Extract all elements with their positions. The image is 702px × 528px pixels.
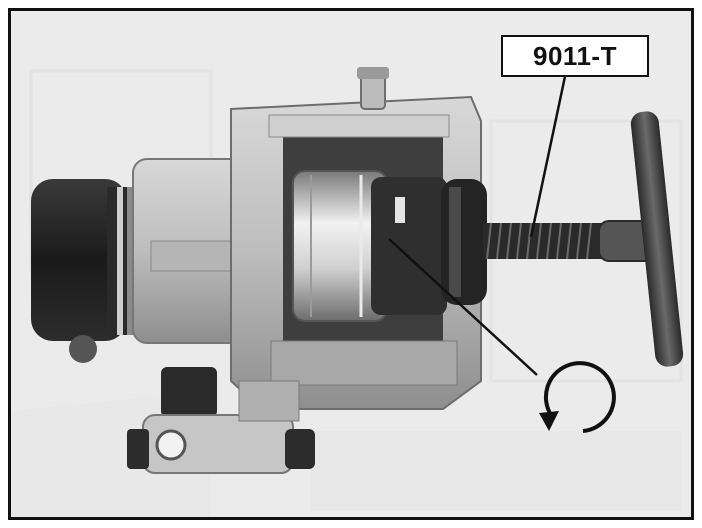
tool-adapter [441, 179, 487, 305]
cylinder-body [69, 158, 254, 363]
caliper-illustration [11, 11, 691, 517]
caliper-piston [292, 170, 447, 322]
dust-boot [31, 179, 133, 341]
hose-fitting [127, 367, 315, 474]
rotation-leader-line [388, 238, 538, 376]
clockwise-rotation-arrow-icon [539, 361, 616, 433]
tool-number-label: 9011-T [501, 35, 649, 77]
brake-caliper-photo: 9011-T [8, 8, 694, 520]
label-leader-line [529, 66, 569, 238]
threaded-spindle [483, 220, 656, 262]
t-handle [630, 111, 684, 367]
